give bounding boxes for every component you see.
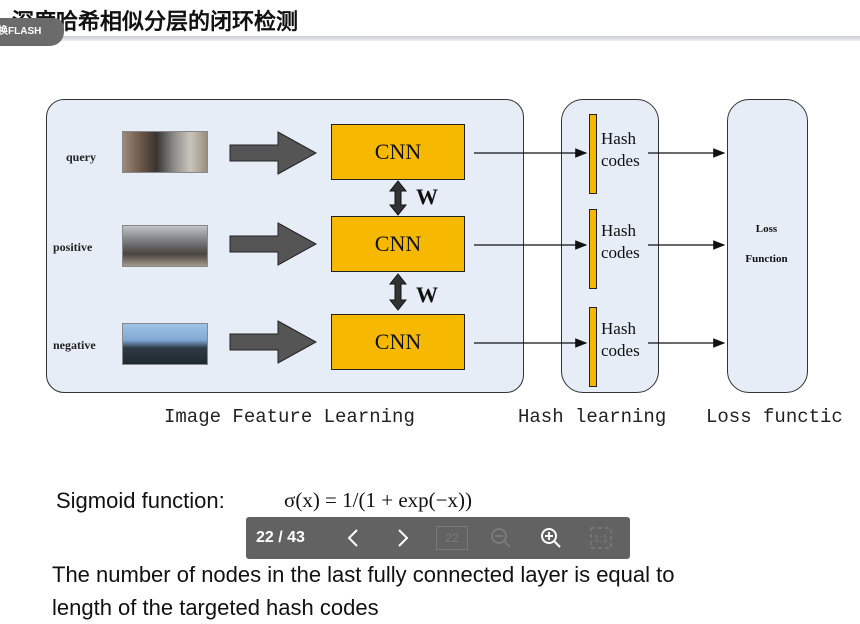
cnn-box-negative: CNN (331, 314, 465, 370)
chevron-right-icon (398, 529, 409, 547)
actual-size-icon: 1:1 (590, 527, 612, 549)
cnn-box-query: CNN (331, 124, 465, 180)
loss-label-line1: Loss (755, 223, 778, 235)
zoom-in-icon (541, 528, 561, 548)
previous-page-button[interactable] (338, 523, 368, 553)
loss-function-panel (727, 99, 808, 393)
actual-size-button[interactable]: 1:1 (586, 523, 616, 553)
weight-share-arrow-2 (388, 273, 408, 311)
input-arrow-negative (229, 320, 318, 364)
hash-codes-label-negative: Hash codes (601, 318, 640, 362)
hash-code-bar-negative (589, 307, 597, 387)
viewer-toolbar: 22 / 43 1:1 (246, 517, 630, 559)
input-arrow-positive (229, 222, 318, 266)
loss-label-line2: Function (745, 253, 788, 265)
input-label-negative: negative (53, 338, 96, 352)
chevron-left-icon (347, 529, 358, 547)
page-counter: 22 / 43 (256, 529, 305, 546)
next-page-button[interactable] (388, 523, 418, 553)
body-line-2: length of the targeted hash codes (52, 595, 379, 620)
hash-label-line1: Hash (601, 221, 636, 240)
cnn-box-positive: CNN (331, 216, 465, 272)
caption-loss-function: Loss functic (706, 406, 843, 428)
zoom-in-button[interactable] (536, 523, 566, 553)
shared-weight-label-1: W (416, 184, 438, 209)
query-image (122, 131, 208, 173)
sigmoid-label: Sigmoid function: (56, 488, 225, 513)
title-divider (0, 36, 860, 41)
hash-code-bar-query (589, 114, 597, 194)
caption-hash-learning: Hash learning (518, 406, 667, 428)
svg-text:1:1: 1:1 (594, 534, 608, 545)
hash-label-line2: codes (601, 341, 640, 360)
body-line-1: The number of nodes in the last fully co… (52, 562, 675, 587)
zoom-out-icon (491, 528, 511, 548)
hash-codes-label-query: Hash codes (601, 128, 640, 172)
sigmoid-formula: σ(x) = 1/(1 + exp(−x)) (284, 488, 472, 512)
caption-image-feature-learning: Image Feature Learning (164, 406, 415, 428)
input-label-query: query (66, 150, 96, 164)
zoom-out-button[interactable] (486, 523, 516, 553)
hash-label-line2: codes (601, 243, 640, 262)
hash-codes-label-positive: Hash codes (601, 220, 640, 264)
hash-label-line2: codes (601, 151, 640, 170)
hash-label-line1: Hash (601, 319, 636, 338)
weight-share-arrow-1 (388, 180, 408, 216)
body-paragraph: The number of nodes in the last fully co… (52, 558, 842, 624)
positive-image (122, 225, 208, 267)
hash-label-line1: Hash (601, 129, 636, 148)
page-number-input[interactable] (436, 526, 468, 550)
input-label-positive: positive (53, 240, 93, 254)
input-arrow-query (229, 131, 318, 175)
negative-image (122, 323, 208, 365)
flash-badge[interactable]: 换FLASH (0, 18, 64, 46)
hash-code-bar-positive (589, 209, 597, 289)
shared-weight-label-2: W (416, 282, 438, 307)
